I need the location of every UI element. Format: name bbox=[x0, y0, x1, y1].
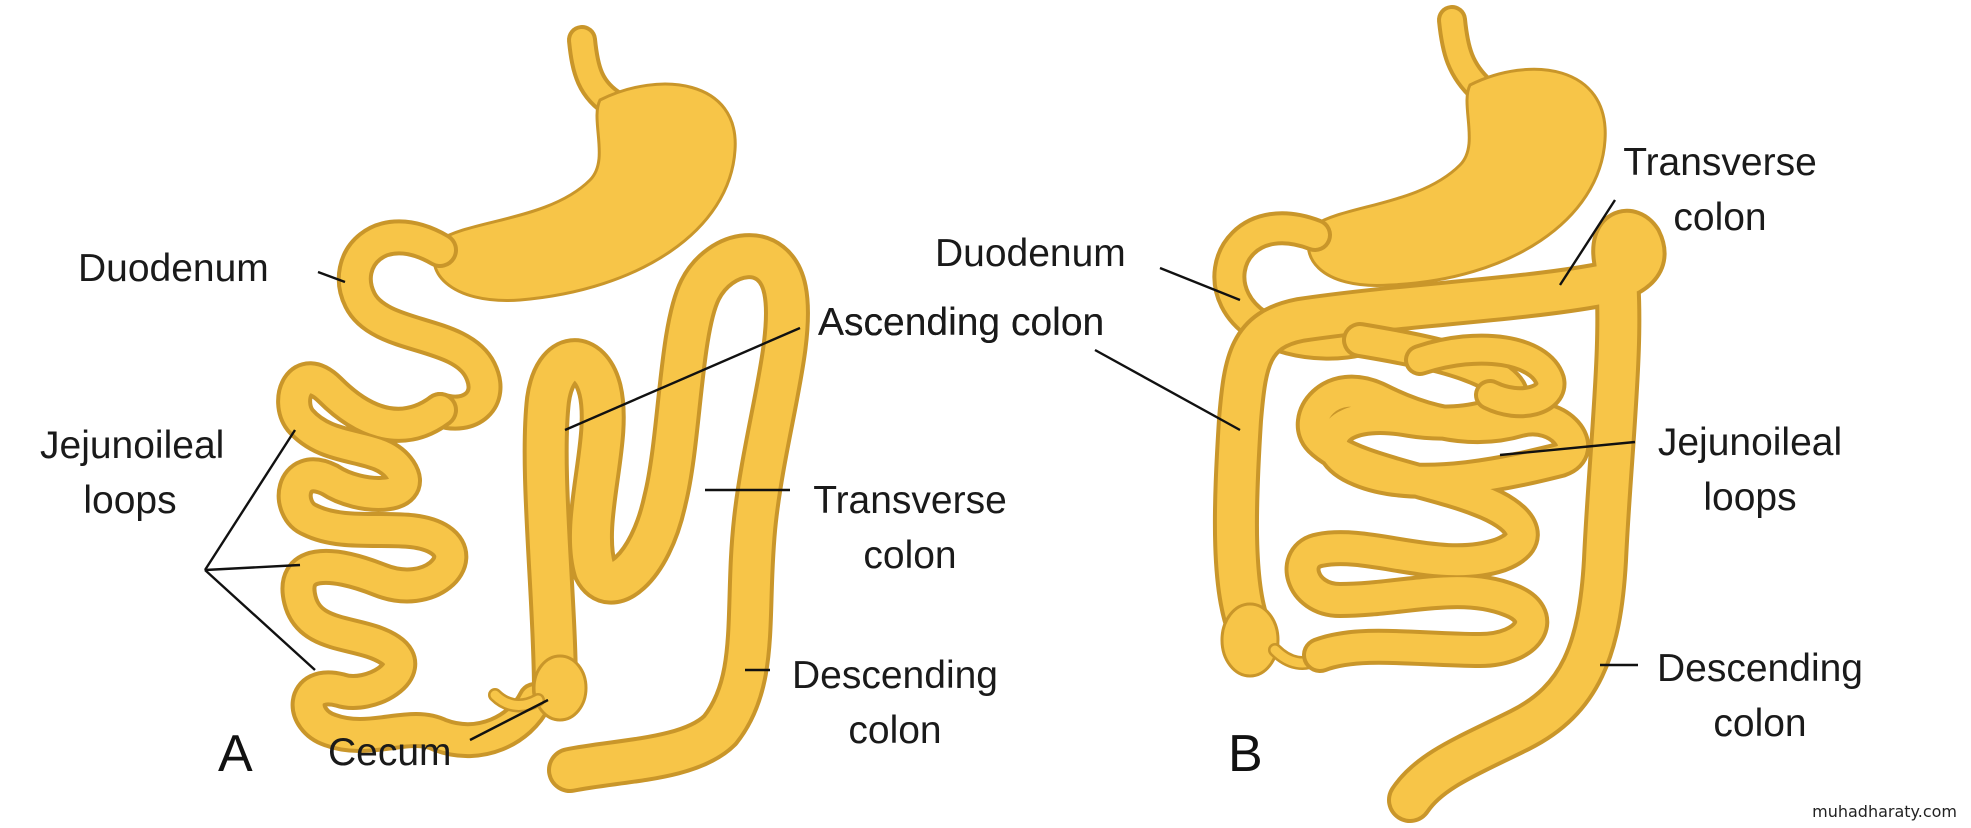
b-label-transverse-line2: colon bbox=[1673, 195, 1767, 239]
a-label-ascending-colon: Ascending colon bbox=[818, 301, 1105, 344]
a-panel-letter: A bbox=[218, 725, 253, 783]
a-label-cecum: Cecum bbox=[328, 731, 452, 774]
watermark: muhadharaty.com bbox=[1806, 801, 1963, 822]
b-cecum bbox=[1220, 602, 1280, 678]
b-label-descending-line1: Descending bbox=[1657, 647, 1863, 690]
a-label-jejunoileal-line2: loops bbox=[83, 478, 177, 522]
a-label-transverse-line2: colon bbox=[863, 533, 957, 577]
b-leader-ascending bbox=[1094, 348, 1241, 432]
a-label-descending-line2: colon bbox=[848, 708, 942, 752]
a-leader-jejuno-3 bbox=[204, 569, 316, 671]
a-cecum bbox=[532, 654, 588, 722]
b-leader-transverse bbox=[1558, 199, 1617, 286]
a-label-duodenum: Duodenum bbox=[78, 247, 269, 290]
b-label-jejunoileal-line1: Jejunoileal bbox=[1657, 421, 1843, 464]
panel-b-drawing bbox=[1094, 5, 1667, 823]
b-label-transverse-colon: Transverse colon bbox=[1600, 141, 1840, 240]
panel-a-drawing bbox=[203, 25, 810, 793]
b-leader-duodenum bbox=[1159, 266, 1241, 302]
a-stomach bbox=[432, 82, 737, 302]
b-label-jejunoileal: Jejunoileal loops bbox=[1640, 421, 1860, 520]
b-label-duodenum: Duodenum bbox=[935, 232, 1126, 275]
a-leader-jejuno-1 bbox=[203, 429, 297, 571]
b-label-descending-line2: colon bbox=[1713, 701, 1807, 745]
b-stomach bbox=[1306, 67, 1607, 287]
a-label-jejunoileal: Jejunoileal loops bbox=[40, 424, 225, 523]
a-label-jejunoileal-line1: Jejunoileal bbox=[40, 424, 225, 467]
a-leader-ascending bbox=[564, 326, 801, 432]
b-label-jejunoileal-line2: loops bbox=[1703, 475, 1797, 519]
a-leader-jejuno-2 bbox=[204, 563, 301, 572]
b-label-ascending-colon: Ascending colon bbox=[818, 301, 1105, 344]
b-panel-letter: B bbox=[1228, 725, 1263, 783]
b-leader-jejuno bbox=[1499, 440, 1636, 457]
b-label-transverse-line1: Transverse bbox=[1623, 141, 1817, 184]
a-leader-duodenum bbox=[317, 270, 346, 284]
a-label-transverse-line1: Transverse bbox=[813, 479, 1007, 522]
a-leader-cecum bbox=[469, 698, 549, 742]
b-label-descending-colon: Descending colon bbox=[1640, 647, 1880, 746]
a-label-transverse-colon: Transverse colon bbox=[795, 479, 1025, 578]
a-label-descending-colon: Descending colon bbox=[775, 654, 1015, 753]
a-label-descending-line1: Descending bbox=[792, 654, 998, 697]
